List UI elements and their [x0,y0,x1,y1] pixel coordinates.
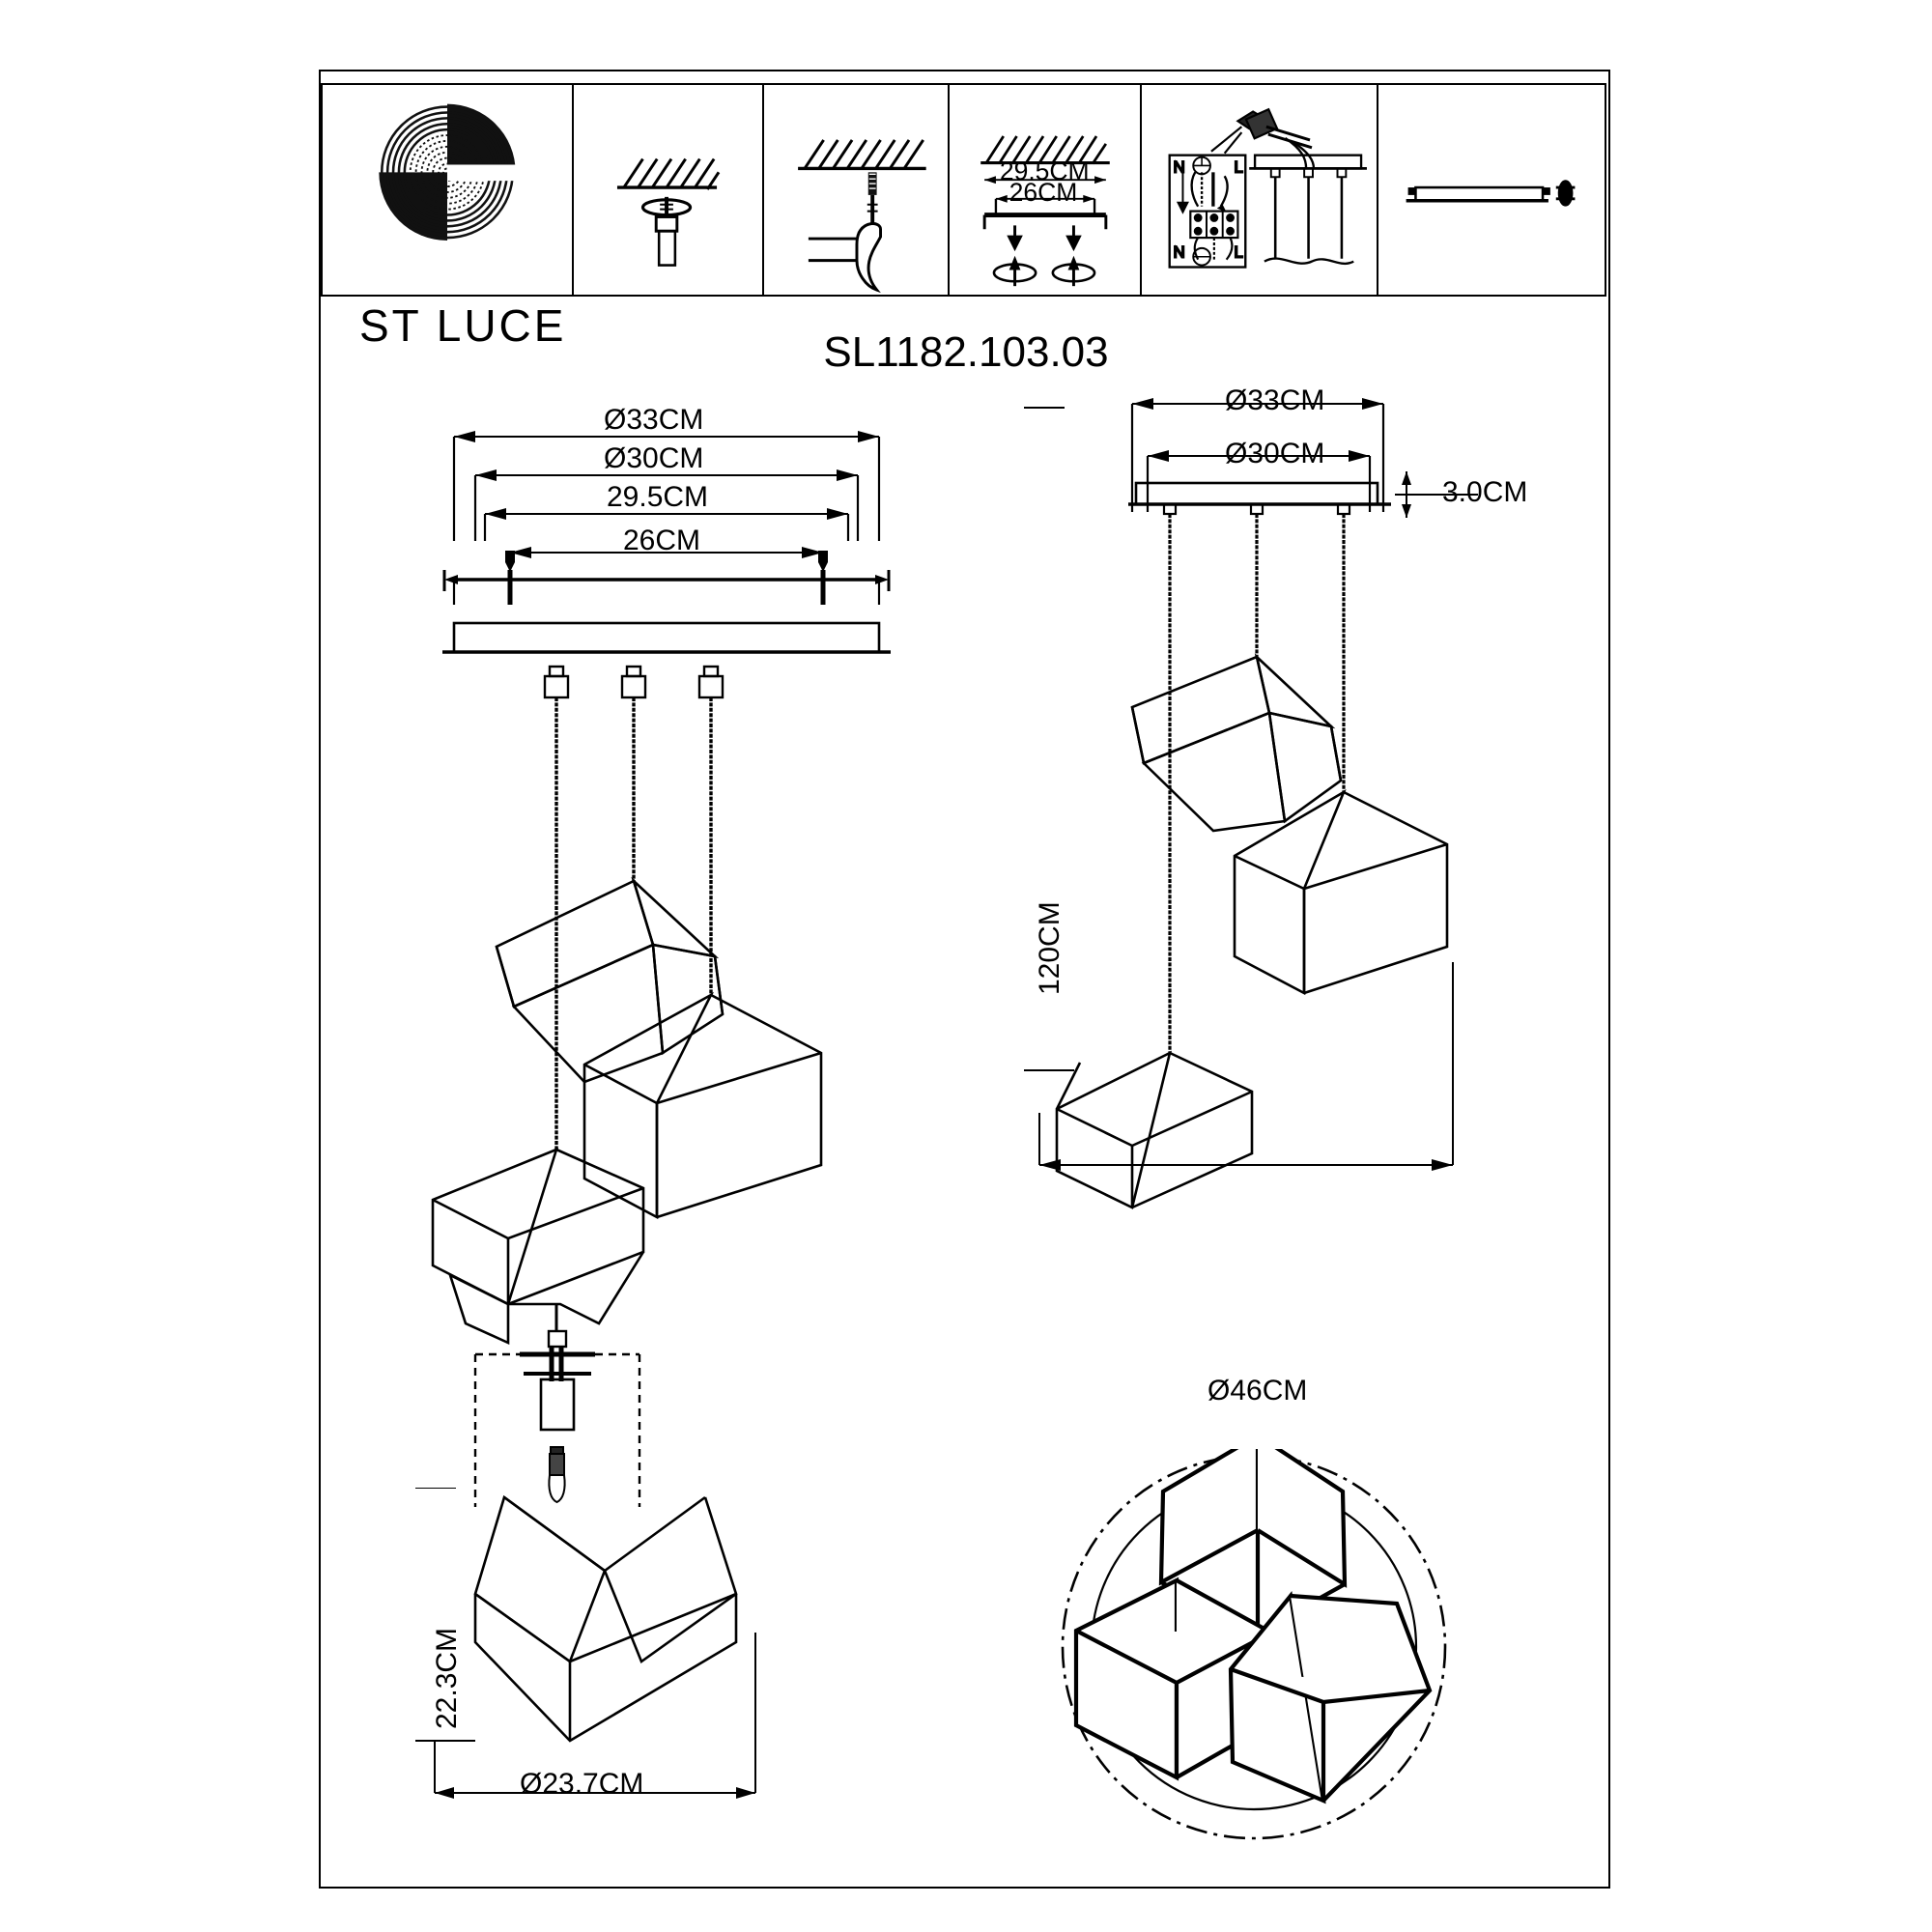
installation-steps-strip: 29.5CM 26CM N L N L [321,83,1608,297]
wiring-terminal-icon: N L N L [1168,107,1367,269]
step-1-cell [574,83,764,297]
front-dim-inner-plate-label: Ø30CM [604,442,704,474]
svg-text:L: L [1234,243,1242,262]
plan-shade-3 [1228,1591,1433,1804]
step3-dim-inner-text: 26CM [1009,178,1078,207]
document-frame [319,70,1610,1889]
side-dim-drop-height-label: 120CM [1034,901,1065,995]
plan-view-drawing [1061,1449,1447,1840]
brand-logo-cell [321,83,574,297]
model-number-text: SL1182.103.03 [823,328,1109,376]
side-dim-inner-plate-label: Ø30CM [1225,438,1325,469]
model-number: SL1182.103.03 [0,328,1932,377]
spiral-logo-icon [379,103,522,242]
brand-wordmark: ST LUCE [359,300,567,351]
canopy-tighten-icon [1406,180,1576,207]
side-elevation-drawing [1024,398,1478,1209]
side-dim-outer-plate-label: Ø33CM [1225,384,1325,416]
side-dim-spread-label: Ø46CM [1208,1375,1308,1406]
step-5-cell [1378,83,1606,297]
detail-height-label: 22.3CM [431,1627,463,1729]
svg-text:N: N [1174,243,1185,262]
screw-bracket-icon: 29.5CM 26CM [980,135,1110,287]
front-dim-screw-inner-label: 26CM [623,525,701,556]
front-dim-screw-outer-label: 29.5CM [607,481,709,513]
step3-dim-outer-text: 29.5CM [1000,156,1090,185]
step-4-cell: N L N L [1142,83,1378,297]
detail-width-label: Ø23.7CM [520,1768,644,1800]
side-dim-thickness-label: 3.0CM [1442,476,1528,508]
step-2-cell [764,83,950,297]
svg-text:L: L [1234,157,1242,176]
hammer-anchor-icon [798,139,926,294]
shade-detail-drawing [415,1488,756,1799]
drill-ceiling-icon [616,157,721,267]
front-dim-outer-plate-label: Ø33CM [604,404,704,436]
step-3-cell: 29.5CM 26CM [950,83,1142,297]
front-elevation-drawing [431,431,891,1507]
